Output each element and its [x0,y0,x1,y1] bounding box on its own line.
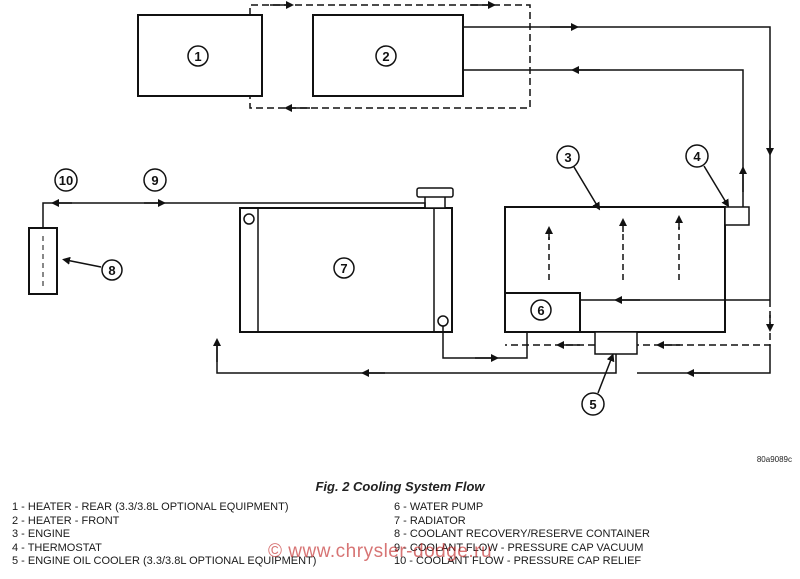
recovery-container-callout [101,259,123,281]
thermostat-housing [724,206,750,226]
legend-item: 4 - THERMOSTAT [12,541,102,554]
legend-item: 6 - WATER PUMP [394,501,484,513]
legend-item: 5 - ENGINE OIL COOLER (3.3/3.8L OPTIONAL… [12,555,317,567]
recovery-leader [62,256,102,268]
legend-item: 10 - COOLANT FLOW - PRESSURE CAP RELIEF [394,555,642,567]
heater-rear-callout [187,45,209,67]
legend-item: 9 - COOLANT FLOW - PRESSURE CAP VACUUM [394,541,644,554]
heater-front-callout [375,45,397,67]
water-pump-callout [530,299,552,321]
oil-cooler-number: 5 [589,397,596,412]
return-line-continuation [637,345,771,374]
overflow-hose [42,202,426,228]
legend-right-column: 6 - WATER PUMP 7 - RADIATOR 8 - COOLANT … [394,501,650,569]
flow-vacuum-number: 9 [151,173,158,188]
pressure-cap-neck [424,195,446,209]
heater-rear-number: 1 [194,49,201,64]
radiator-callout [333,257,355,279]
thermostat-number: 4 [693,149,701,164]
flow-relief-callout [54,168,78,192]
radiator-outlet-fitting [437,315,449,327]
flow-relief-number: 10 [59,173,73,188]
flow-vacuum-callout [143,168,167,192]
water-pump-number: 6 [537,303,544,318]
pressure-cap [416,187,454,198]
oil-cooler-box [594,331,638,355]
radiator-number: 7 [340,261,347,276]
heater-loop-dashed [249,4,531,109]
engine-number: 3 [564,150,571,165]
legend-item: 7 - RADIATOR [394,514,466,527]
engine-leader [573,166,601,211]
heater-front-number: 2 [382,49,389,64]
figure-caption: Fig. 2 Cooling System Flow [315,479,485,494]
legend-item: 3 - ENGINE [12,528,71,540]
image-code: 80a9089c [757,455,792,464]
legend-left-column: 1 - HEATER - REAR (3.3/3.8L OPTIONAL EQU… [12,501,316,569]
radiator-inlet-fitting [243,213,255,225]
recovery-container-number: 8 [108,263,115,278]
legend-item: 8 - COOLANT RECOVERY/RESERVE CONTAINER [394,528,650,540]
legend-item: 1 - HEATER - REAR (3.3/3.8L OPTIONAL EQU… [12,501,289,513]
engine-flow-arrows [548,227,680,280]
oil-cooler-callout [581,392,605,416]
oil-cooler-leader [597,353,615,394]
upper-return-line [216,345,617,374]
engine-callout [556,145,580,169]
thermostat-leader [703,165,730,208]
watermark: © www.chrysler-dodge.ru [268,541,493,562]
legend-item: 2 - HEATER - FRONT [12,514,120,527]
thermostat-callout [685,144,709,168]
